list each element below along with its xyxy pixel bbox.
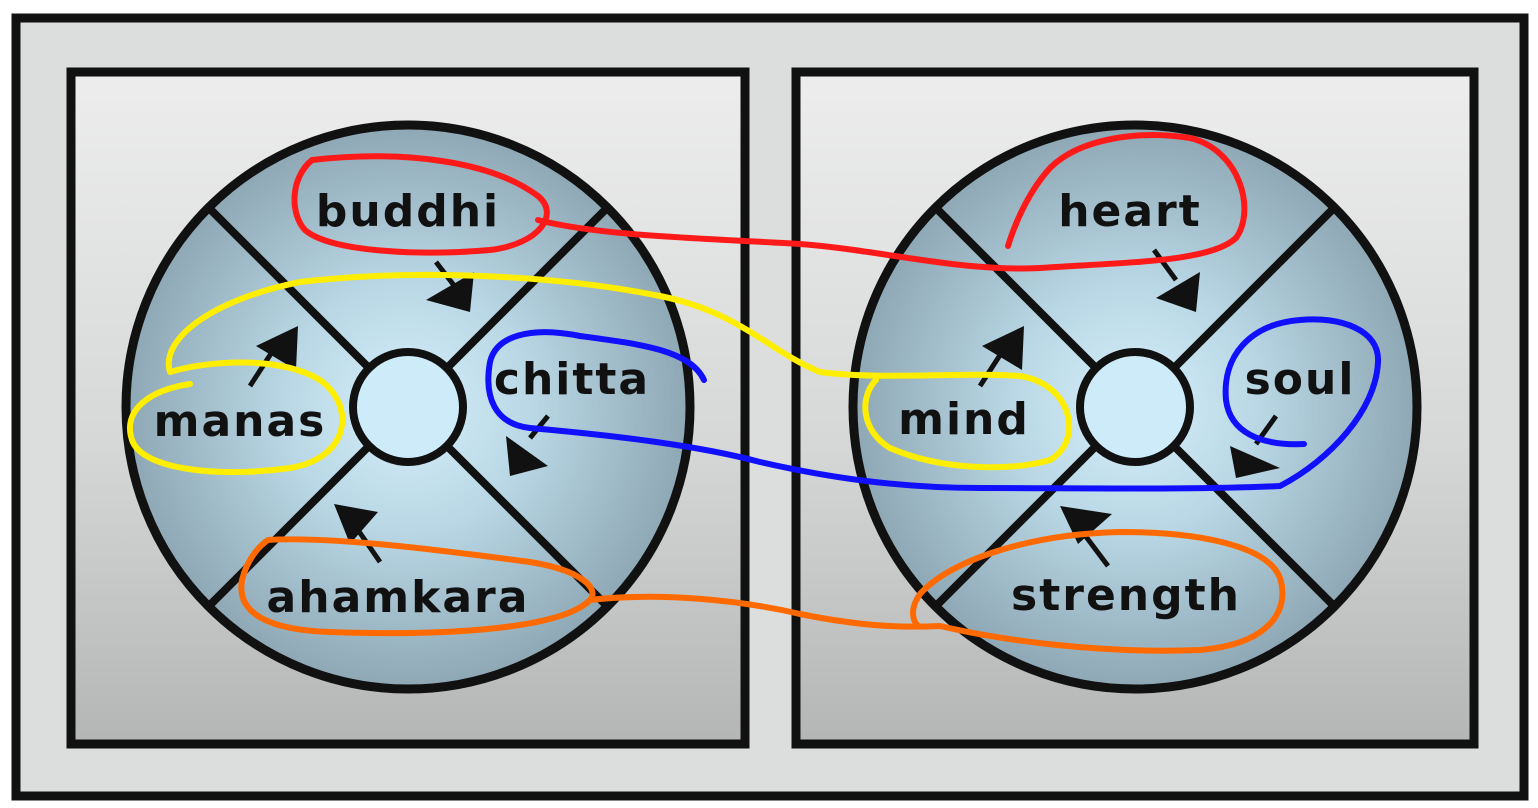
left-label-left: manas (154, 396, 327, 447)
right-wheel-hub (1076, 348, 1194, 466)
left-label-bottom: ahamkara (267, 572, 530, 623)
right-arrow-top-to-right (1151, 248, 1200, 312)
right-arrow-bottom-to-left (1060, 506, 1112, 568)
link-chitta-soul (485, 316, 1382, 492)
left-label-right: chitta (494, 354, 650, 405)
right-arrow-left-to-top (977, 326, 1024, 388)
right-label-bottom: strength (1011, 570, 1241, 621)
right-wheel: heart mind soul strength (848, 120, 1422, 694)
left-wheel: buddhi manas chitta ahamkara (121, 120, 695, 694)
left-arrow-left-to-top (247, 326, 298, 388)
right-label-right: soul (1245, 354, 1356, 405)
right-label-left: mind (898, 394, 1030, 445)
left-panel: buddhi manas chitta ahamkara (66, 67, 750, 749)
right-label-top: heart (1058, 186, 1202, 237)
link-manas-mind (127, 271, 1073, 476)
left-label-top: buddhi (316, 186, 500, 237)
left-wheel-hub (349, 348, 467, 466)
right-panel: heart mind soul strength (791, 67, 1479, 749)
link-buddhi-heart (291, 132, 1248, 272)
link-ahamkara-strength (238, 529, 1286, 654)
